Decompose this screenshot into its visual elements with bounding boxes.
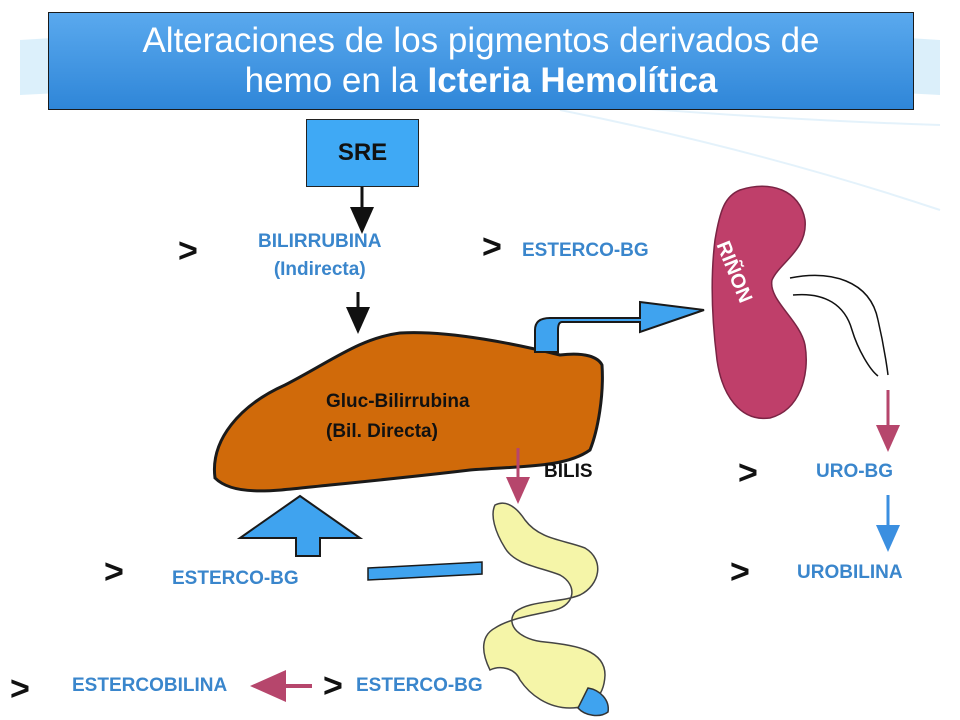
estercobilina-label: ESTERCOBILINA — [72, 675, 228, 696]
ureter — [789, 274, 889, 376]
increase-symbol: > — [482, 228, 502, 266]
urobilina-label: UROBILINA — [797, 562, 903, 583]
increase-symbol: > — [10, 670, 30, 708]
sre-box: SRE — [306, 119, 419, 187]
slide-title: Alteraciones de los pigmentos derivados … — [48, 12, 914, 110]
gluc-line-2: (Bil. Directa) — [326, 421, 438, 442]
gluc-line-1: Gluc-Bilirrubina — [326, 391, 470, 412]
liver-shape — [212, 331, 604, 493]
intestine-end — [577, 687, 609, 717]
esterco-bg-bottom-label: ESTERCO-BG — [356, 675, 483, 696]
ureter — [792, 293, 879, 377]
title-line-2-bold: Icteria Hemolítica — [427, 61, 718, 100]
arrow-esterco-liver — [236, 494, 364, 557]
uro-bg-label: URO-BG — [816, 461, 894, 482]
intestine-shape — [483, 502, 606, 709]
bilirrubina-line-2: (Indirecta) — [273, 259, 366, 280]
increase-symbol: > — [738, 454, 758, 492]
increase-symbol: > — [178, 232, 198, 270]
title-line-2: hemo en la Icteria Hemolítica — [245, 61, 718, 101]
increase-symbol: > — [730, 553, 750, 591]
arrow-intestine-esterco — [367, 561, 483, 581]
title-line-1: Alteraciones de los pigmentos derivados … — [142, 21, 820, 60]
kidney-shape — [711, 185, 807, 420]
increase-symbol: > — [323, 667, 343, 705]
bilis-label: BILIS — [544, 461, 593, 482]
increase-symbol: > — [104, 553, 124, 591]
arrow-liver-kidney — [534, 300, 705, 353]
esterco-bg-mid-label: ESTERCO-BG — [172, 568, 299, 589]
gluc-bilirrubina-label: Gluc-Bilirrubina (Bil. Directa) — [326, 387, 470, 447]
title-line-2-prefix: hemo en la — [244, 61, 428, 100]
esterco-bg-top-label: ESTERCO-BG — [522, 240, 649, 261]
bilirrubina-label: BILIRRUBINA (Indirecta) — [258, 228, 382, 284]
bilirrubina-line-1: BILIRRUBINA — [258, 231, 382, 252]
